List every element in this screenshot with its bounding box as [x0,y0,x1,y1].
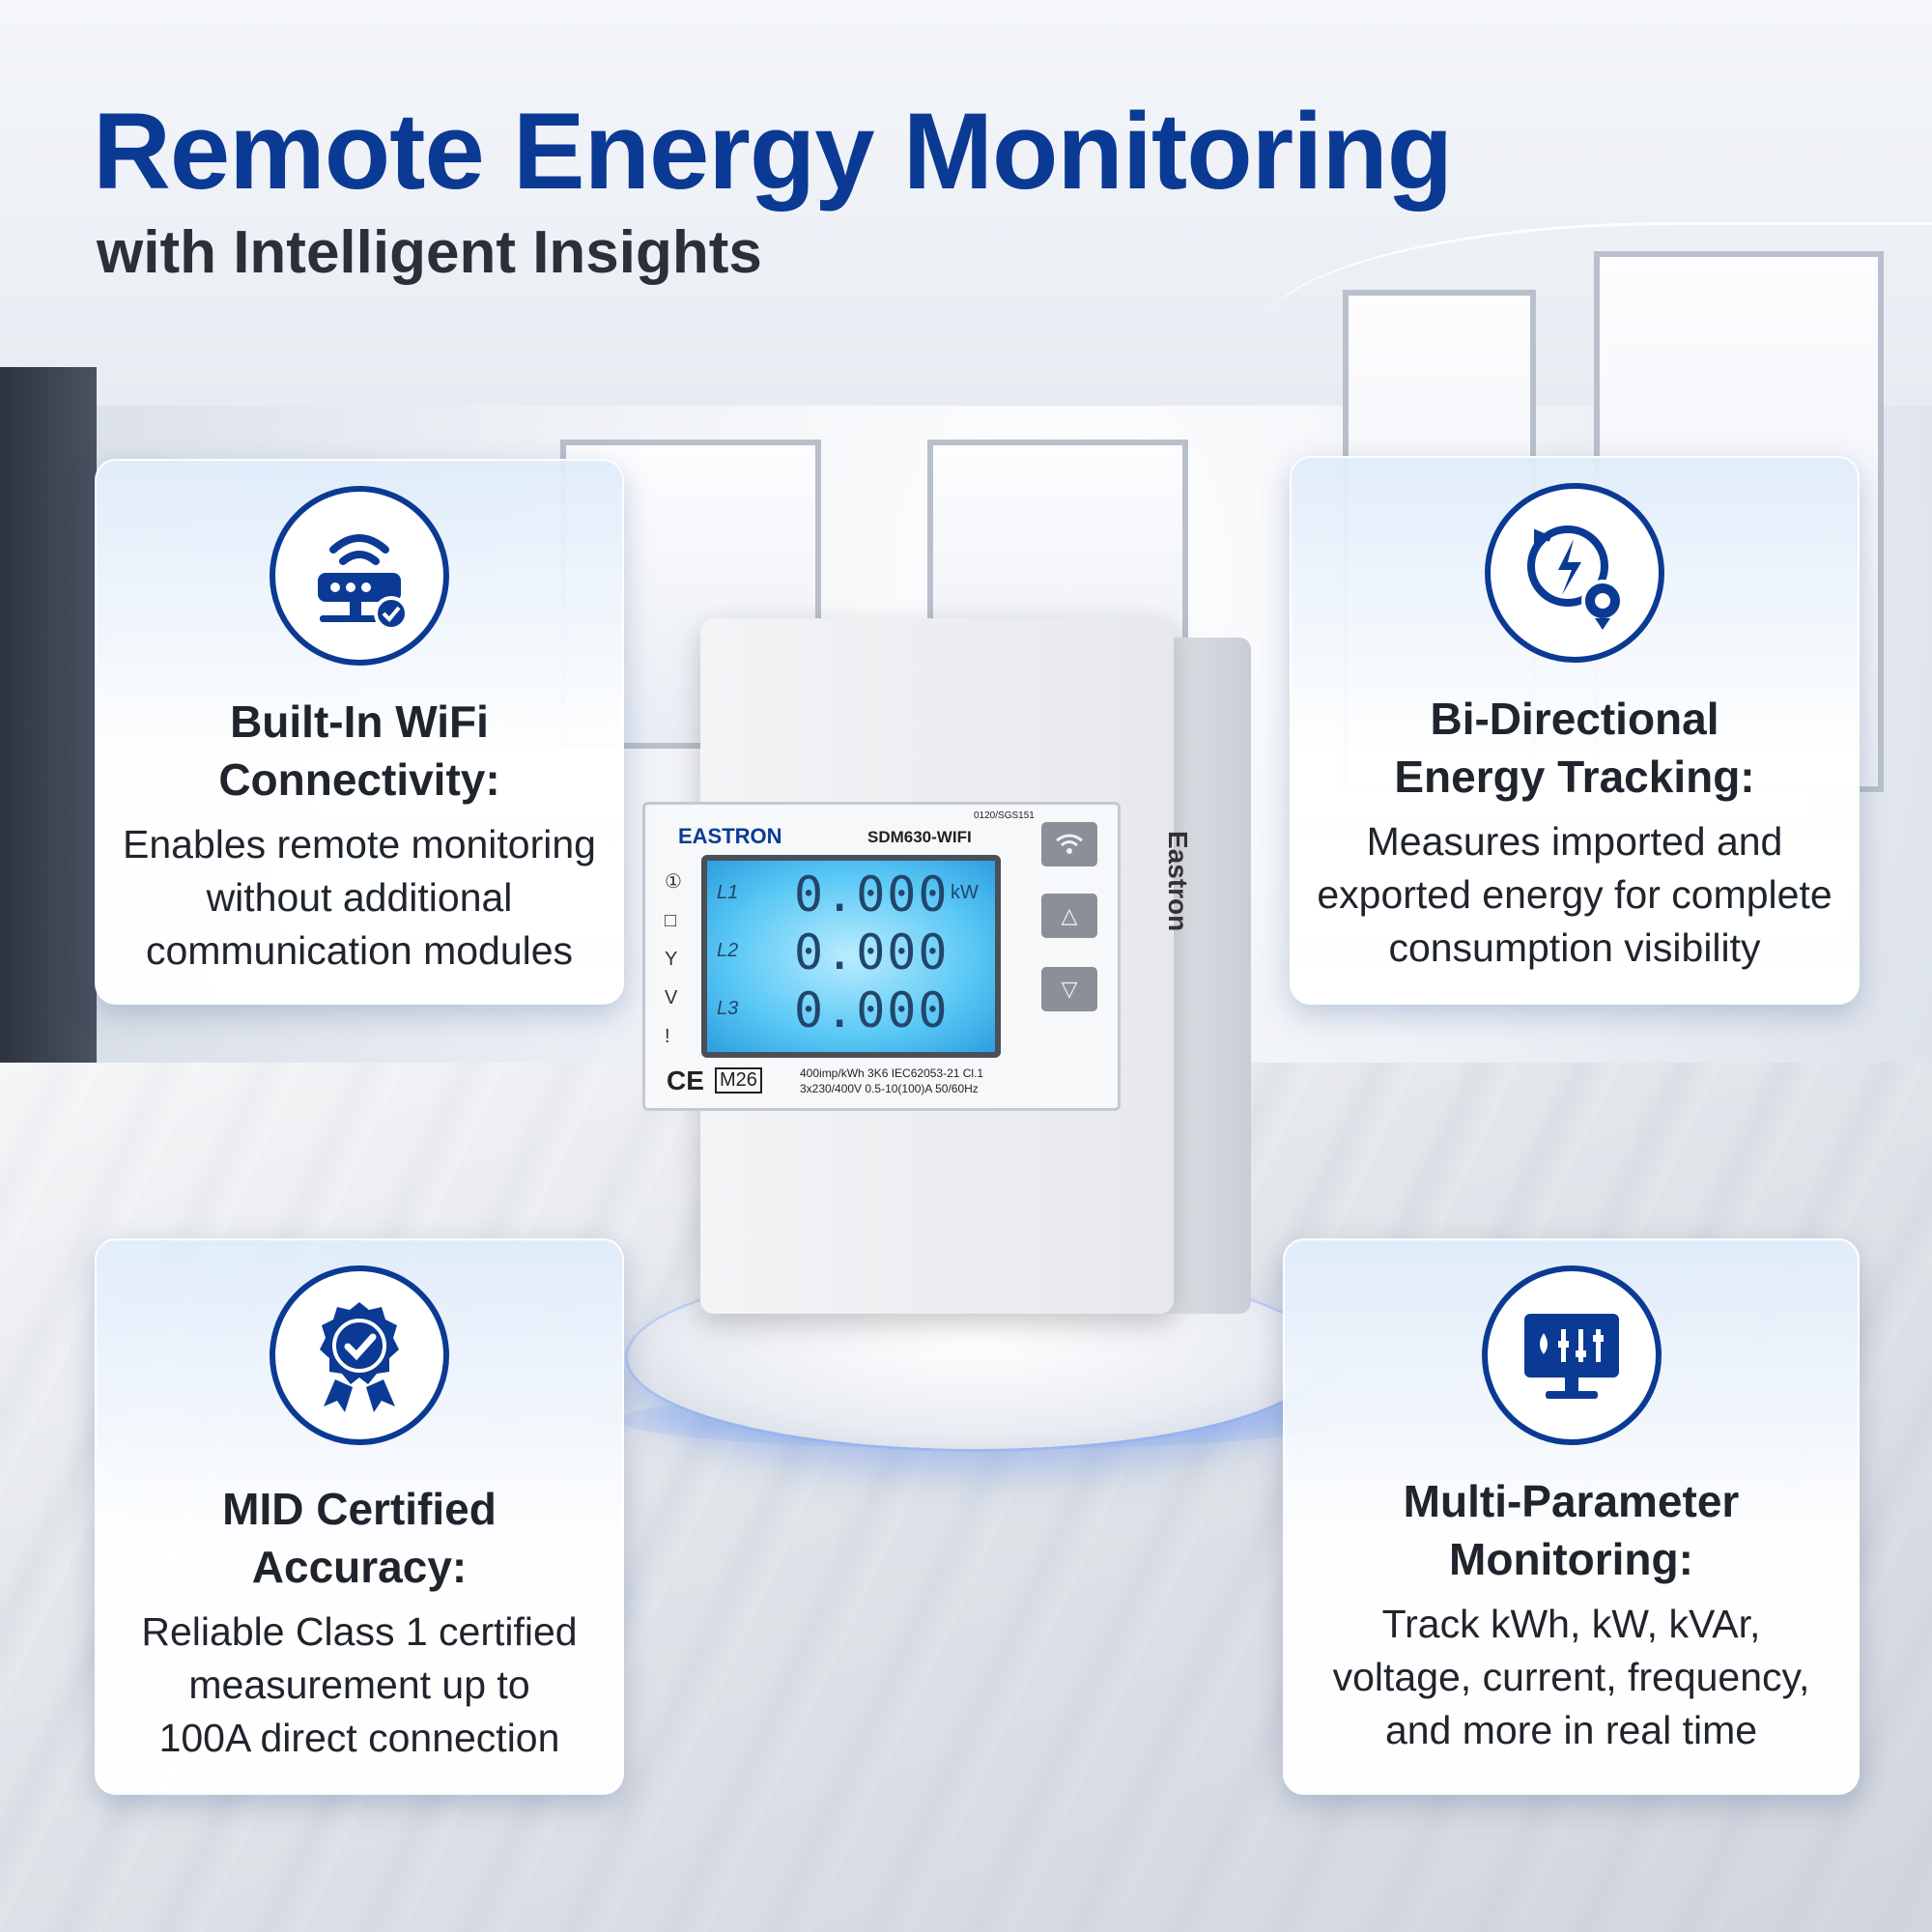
card-title-line: Built-In WiFi [230,696,489,747]
card-title-line: Monitoring: [1449,1534,1693,1584]
meter-cert-code: 0120/SGS151 [974,810,1035,821]
card-title: Bi-Directional Energy Tracking: [1301,690,1848,806]
meter-brand: EASTRON [678,824,782,848]
card-text-line: voltage, current, frequency, [1332,1655,1810,1699]
certified-badge-icon [270,1265,449,1445]
meter-down-button[interactable]: ▽ [1041,967,1097,1011]
meter-up-button[interactable]: △ [1041,894,1097,938]
card-title-line: Energy Tracking: [1394,752,1755,802]
lcd-phase-label: L3 [717,998,739,1019]
card-text-line: Measures imported and [1366,819,1783,864]
meter-wifi-button[interactable] [1041,822,1097,867]
lcd-phase-label: L2 [717,940,739,961]
card-title-line: Accuracy: [251,1542,468,1592]
card-text-line: measurement up to [188,1662,530,1707]
page-subtitle: with Intelligent Insights [97,219,762,286]
card-text-line: consumption visibility [1388,925,1761,970]
card-text-line: Enables remote monitoring [123,822,596,867]
card-text-line: communication modules [145,928,574,973]
lcd-reading: 0.000 [794,867,950,923]
card-title: Multi-Parameter Monitoring: [1294,1472,1848,1588]
card-description: Measures imported and exported energy fo… [1299,815,1850,975]
card-title: MID Certified Accuracy: [106,1480,612,1596]
card-text-line: exported energy for complete [1317,872,1833,917]
lcd-unit: kW [951,882,979,903]
wifi-icon [1056,834,1083,854]
meter-spec-line: 3x230/400V 0.5-10(100)A 50/60Hz [800,1082,979,1095]
card-title-line: MID Certified [222,1484,497,1534]
card-description: Reliable Class 1 certified measurement u… [104,1605,614,1765]
bidirectional-energy-icon [1485,483,1664,663]
feature-card-mid: MID Certified Accuracy: Reliable Class 1… [95,1238,624,1795]
feature-card-multiparameter: Multi-Parameter Monitoring: Track kWh, k… [1283,1238,1860,1795]
card-title: Built-In WiFi Connectivity: [106,693,612,809]
energy-meter-device: Eastron 0120/SGS151 EASTRON SDM630-WIFI … [642,618,1270,1314]
meter-spec: 400imp/kWh 3K6 IEC62053-21 Cl.1 3x230/40… [800,1065,983,1096]
meter-side-panel [1164,638,1251,1314]
card-description: Enables remote monitoring without additi… [104,818,614,978]
feature-card-bidirectional: Bi-Directional Energy Tracking: Measures… [1290,456,1860,1005]
card-text-line: Reliable Class 1 certified [141,1609,578,1654]
lcd-phase-label: L1 [717,882,739,903]
lcd-reading: 0.000 [794,924,950,980]
card-title-line: Bi-Directional [1430,694,1719,744]
mid-mark: M26 [715,1067,762,1094]
ce-mark: CE [667,1065,704,1095]
wifi-router-check-icon [270,486,449,666]
background-shelf [0,367,97,1063]
card-text-line: and more in real time [1384,1708,1758,1752]
meter-side-label: Eastron [1163,831,1193,932]
page-title: Remote Energy Monitoring [93,91,1453,212]
card-text-line: without additional [206,875,513,920]
card-title-line: Connectivity: [218,754,500,805]
card-text-line: Track kWh, kW, kVAr, [1381,1602,1761,1646]
card-title-line: Multi-Parameter [1403,1476,1740,1526]
meter-spec-line: 400imp/kWh 3K6 IEC62053-21 Cl.1 [800,1066,984,1080]
lcd-reading: 0.000 [794,982,950,1038]
meter-model: SDM630-WIFI [867,828,972,846]
meter-lcd-display: kW L1 L2 L3 0.000 0.000 0.000 [701,855,1001,1058]
decorative-arc [1256,222,1932,415]
monitor-parameters-icon [1481,1265,1662,1445]
feature-card-wifi: Built-In WiFi Connectivity: Enables remo… [95,459,624,1005]
card-text-line: 100A direct connection [158,1716,560,1760]
card-description: Track kWh, kW, kVAr, voltage, current, f… [1293,1598,1850,1757]
